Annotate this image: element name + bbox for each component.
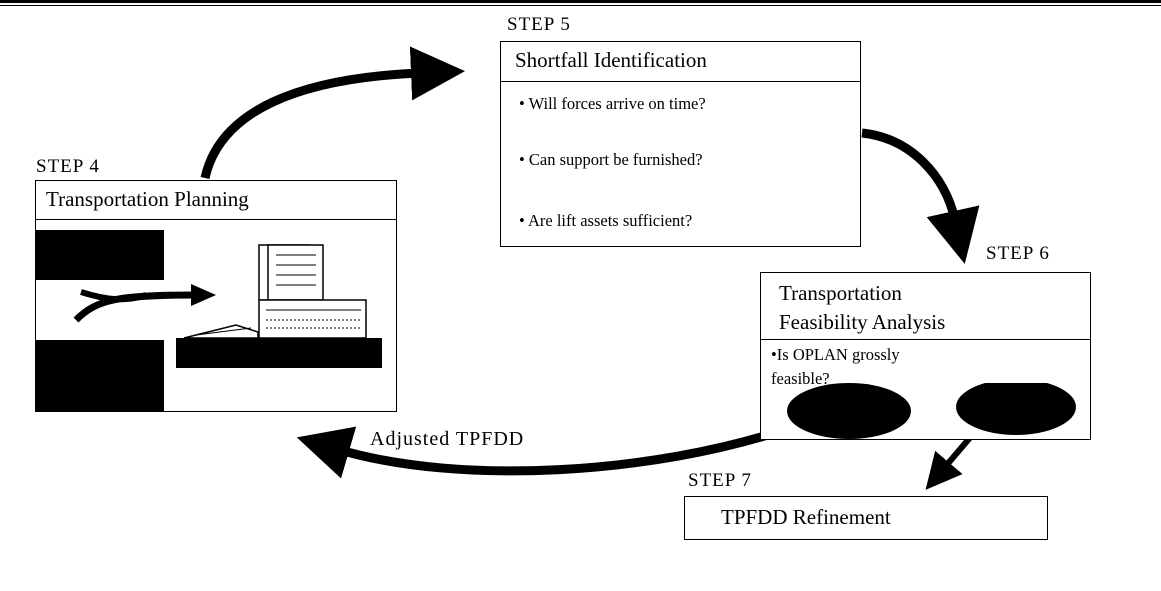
arrow-step5-to-step6 (861, 128, 980, 264)
step6-label: STEP 6 (986, 243, 1050, 264)
adjusted-tpfdd-label: Adjusted TPFDD (370, 428, 525, 450)
step7-title: TPFDD Refinement (721, 505, 891, 529)
step6-title-line1: Transportation (779, 281, 902, 305)
step5-bullet-1: • Will forces arrive on time? (519, 94, 706, 113)
arrow-step6-to-step4 (296, 423, 792, 479)
step7-box: TPFDD Refinement (684, 496, 1048, 540)
planning-illustration (36, 230, 382, 412)
step6-box: Transportation Feasibility Analysis •Is … (760, 272, 1091, 440)
step6-title-line2: Feasibility Analysis (779, 310, 946, 334)
top-rule (0, 0, 1161, 6)
step6-ovals (787, 383, 1076, 439)
step5-bullet-3: • Are lift assets sufficient? (519, 211, 693, 230)
step4-box: Transportation Planning (35, 180, 397, 412)
step5-title: Shortfall Identification (515, 48, 707, 72)
arrow-step4-to-step5 (200, 46, 465, 180)
step4-label: STEP 4 (36, 156, 100, 177)
step5-box: Shortfall Identification • Will forces a… (500, 41, 861, 247)
step6-divider (761, 339, 1090, 340)
step7-label: STEP 7 (688, 470, 752, 491)
step5-bullet-2: • Can support be furnished? (519, 150, 703, 169)
step6-bullet: •Is OPLAN grossly feasible? (771, 345, 900, 388)
step4-divider (36, 219, 396, 220)
step4-title: Transportation Planning (46, 187, 249, 211)
step5-label: STEP 5 (507, 14, 571, 35)
step5-divider (501, 81, 860, 82)
